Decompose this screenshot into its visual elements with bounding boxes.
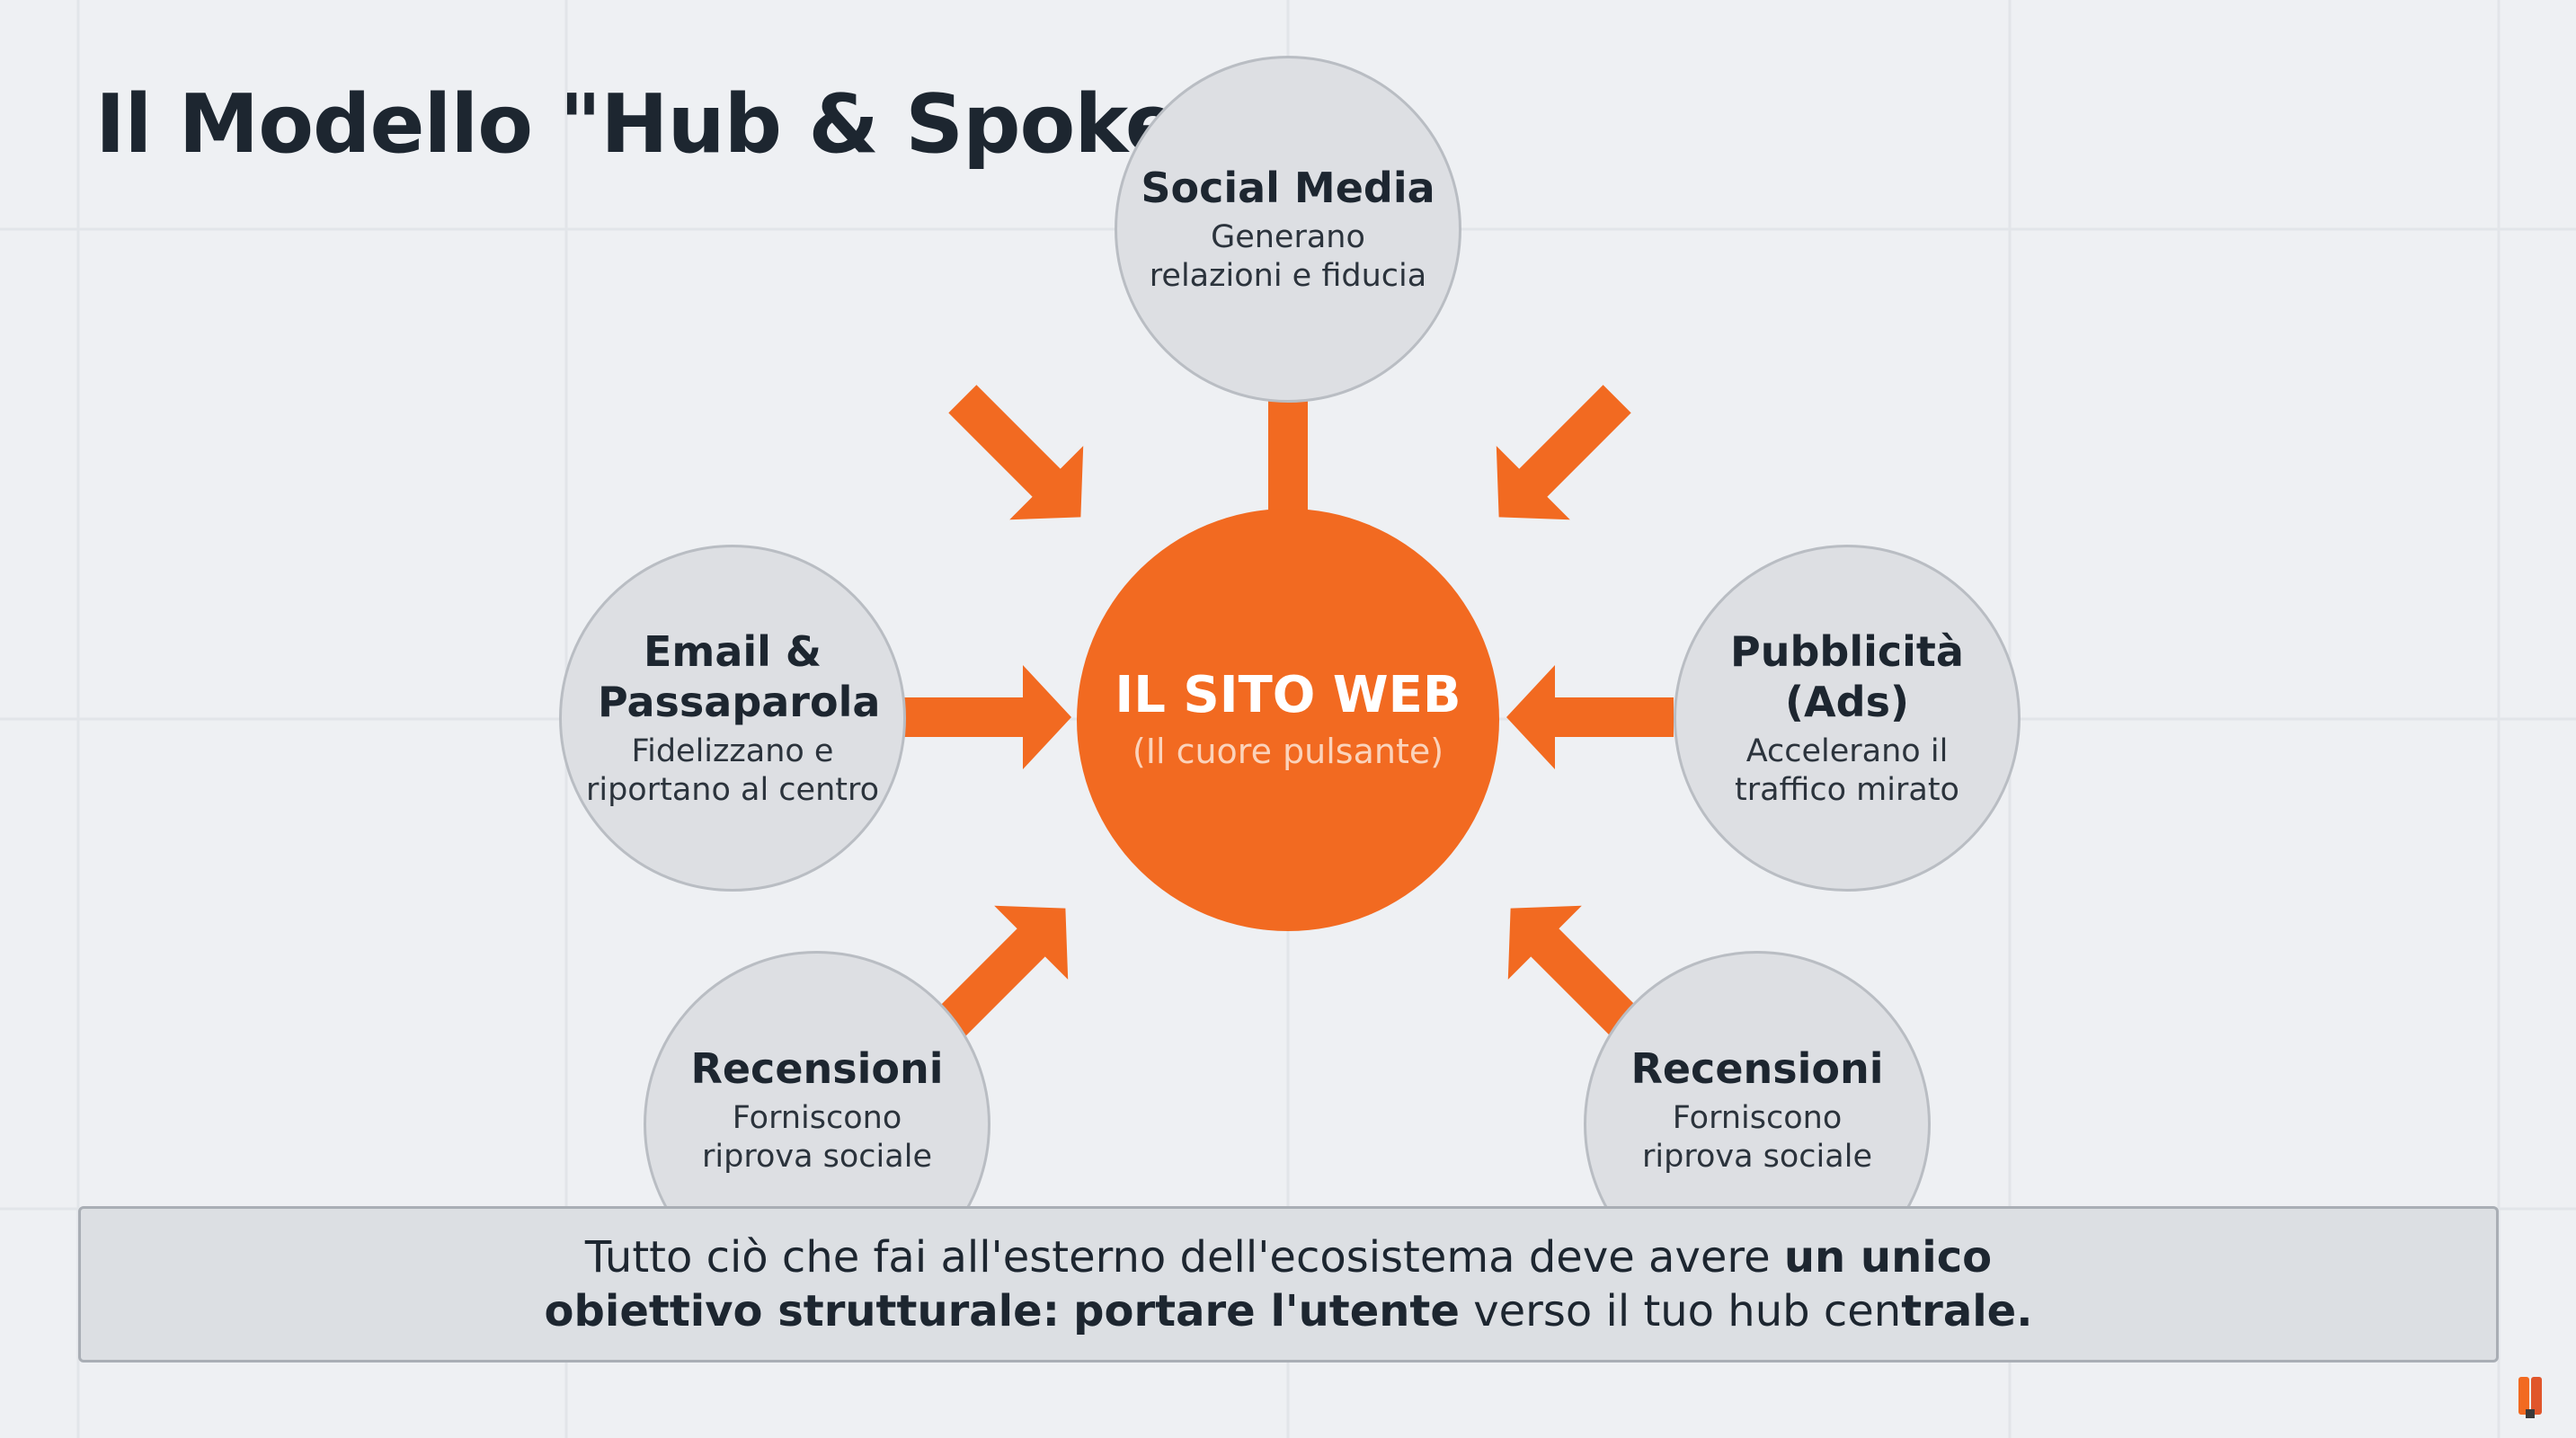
arrow-from-top-left [925,361,1118,555]
spoke-email-passaparola: Email & Passaparola Fidelizzano e riport… [559,545,906,892]
spoke-description: Fidelizzano e riportano al centro [585,733,880,808]
caption-text-2: verso il tuo hub cen [1473,1286,1902,1336]
caption-text-1: Tutto ciò che fai all'esterno dell'ecosi… [584,1232,1771,1283]
spoke-title: Email & Passaparola [598,627,881,726]
spoke-title: Recensioni [690,1044,944,1093]
spoke-description: Generano relazioni e fiducia [1149,219,1427,294]
arrow-from-top-right [1461,361,1655,555]
caption-bold-2: portare l'utente [1073,1286,1460,1336]
hub-subtitle: (Il cuore pulsante) [1132,732,1444,771]
arrow-from-pubblicita-ads [1506,665,1674,769]
caption-colon: : [1042,1286,1060,1336]
arrow-from-email-passaparola [904,665,1071,769]
hub-sito-web: IL SITO WEB (Il cuore pulsante) [1077,509,1499,931]
spoke-title: Recensioni [1630,1044,1884,1093]
spoke-description: Accelerano il traffico mirato [1735,733,1959,808]
spoke-social-media: Social Media Generano relazioni e fiduci… [1115,56,1461,403]
spoke-description: Forniscono riprova sociale [1642,1100,1872,1175]
page-title: Il Modello "Hub & Spoke" [95,77,1221,172]
caption-bold-3: trale. [1901,1286,2033,1336]
spoke-title: Social Media [1141,164,1435,212]
bookmark-logo-icon [2518,1377,2542,1418]
spoke-title: Pubblicità (Ads) [1730,627,1964,726]
caption-banner: Tutto ciò che fai all'esterno dell'ecosi… [78,1206,2499,1363]
spoke-pubblicita-ads: Pubblicità (Ads) Accelerano il traffico … [1674,545,2021,892]
caption-bold-1: un unico obiettivo strutturale [544,1232,1993,1336]
hub-title: IL SITO WEB [1115,666,1461,724]
spoke-description: Forniscono riprova sociale [702,1100,932,1175]
